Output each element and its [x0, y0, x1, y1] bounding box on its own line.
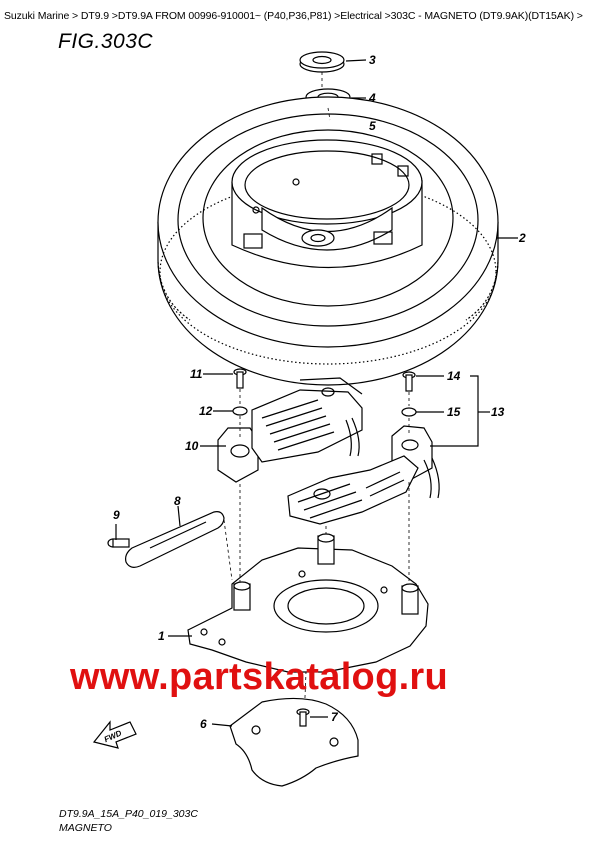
- part-9-screw: [107, 538, 130, 548]
- callout-6[interactable]: 6: [200, 717, 207, 731]
- part-15-washer: [401, 407, 417, 417]
- fwd-arrow-icon: FWD: [92, 720, 137, 749]
- callout-7[interactable]: 7: [331, 710, 338, 724]
- part-2-flywheel: [157, 96, 499, 386]
- callout-4[interactable]: 4: [369, 91, 376, 105]
- callout-11[interactable]: 11: [190, 367, 203, 381]
- part-7-screw: [296, 708, 310, 727]
- part-6-bracket: [229, 697, 359, 787]
- callout-1[interactable]: 1: [158, 629, 165, 643]
- breadcrumb[interactable]: Suzuki Marine > DT9.9 >DT9.9A FROM 00996…: [4, 10, 583, 22]
- diagram-code: DT9.9A_15A_P40_019_303C: [59, 808, 198, 820]
- watermark: www.partskatalog.ru: [70, 656, 449, 698]
- diagram-name: MAGNETO: [59, 822, 112, 834]
- part-10-coil: [217, 377, 363, 483]
- callout-15[interactable]: 15: [447, 405, 461, 419]
- callout-12[interactable]: 12: [199, 404, 213, 418]
- part-11-screw: [233, 368, 247, 389]
- part-12-washer: [232, 406, 248, 416]
- callout-8[interactable]: 8: [174, 494, 181, 508]
- part-14-screw: [402, 371, 416, 392]
- part-3-washer: [299, 51, 345, 73]
- callout-13[interactable]: 13: [491, 405, 505, 419]
- figure-title: FIG.303C: [58, 30, 154, 53]
- callout-9[interactable]: 9: [113, 508, 120, 522]
- part-13-coil: [287, 425, 440, 525]
- part-1-stator-base: [187, 533, 429, 673]
- callout-2[interactable]: 2: [519, 231, 526, 245]
- callout-14[interactable]: 14: [447, 369, 461, 383]
- callout-10[interactable]: 10: [185, 439, 199, 453]
- callout-3[interactable]: 3: [369, 53, 376, 67]
- part-8-plate: [125, 511, 225, 568]
- callout-5[interactable]: 5: [369, 119, 376, 133]
